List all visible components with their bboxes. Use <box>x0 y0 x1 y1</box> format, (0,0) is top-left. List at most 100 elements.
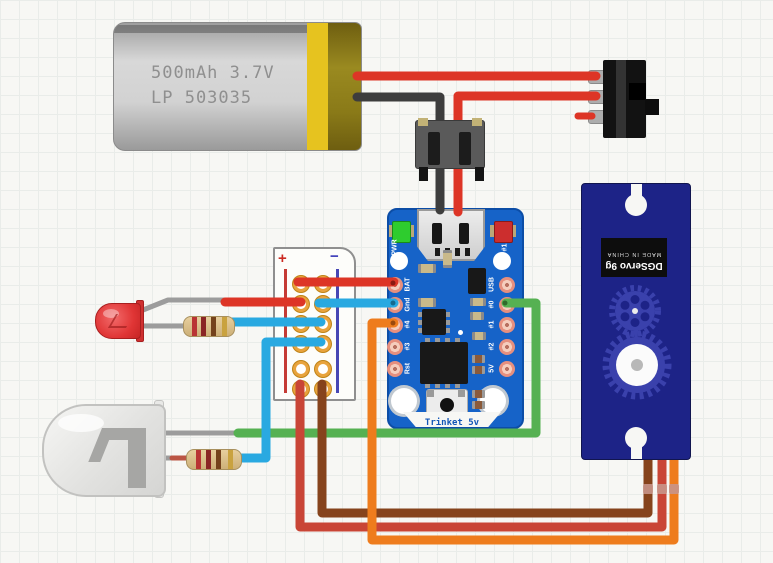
perfboard-hole[interactable] <box>293 381 309 397</box>
resistor-red-led[interactable] <box>183 316 235 337</box>
button-plunger <box>440 398 454 412</box>
pin-gnd[interactable] <box>387 297 403 313</box>
red-led-anode-leg[interactable] <box>135 297 233 315</box>
servo-gears <box>602 285 672 400</box>
resistor-band-brown <box>211 317 216 336</box>
pin-label-rst: Rst <box>404 362 412 375</box>
battery-label: 500mAh 3.7V LP 503035 <box>151 61 275 111</box>
silkscreen-dot <box>458 330 463 335</box>
jst-slot <box>459 132 471 165</box>
resistor-band-red <box>196 450 201 469</box>
pin-2[interactable] <box>499 339 515 355</box>
pin1-led-red <box>494 221 513 243</box>
trinket-board[interactable]: PWR #1 BAT Gnd #4 #3 Rst USB #0 #1 #2 5V <box>387 208 524 429</box>
resistor-band-gold <box>228 450 233 469</box>
pin-bat[interactable] <box>387 277 403 293</box>
perfboard-hole[interactable] <box>293 296 309 312</box>
resistor-band-brown <box>216 450 221 469</box>
smd-component <box>418 264 436 273</box>
smd-component <box>472 332 486 340</box>
smd-component <box>472 355 485 363</box>
jst-connector[interactable] <box>415 118 485 181</box>
servo-mount-slot <box>631 184 642 197</box>
button-pad <box>458 390 465 397</box>
perfboard-hole[interactable] <box>293 316 309 332</box>
lipo-battery[interactable]: 500mAh 3.7V LP 503035 <box>113 22 362 151</box>
large-gear <box>602 330 672 400</box>
perfboard-hole[interactable] <box>315 336 331 352</box>
board-name-text: Trinket 5v <box>424 418 480 428</box>
small-ic <box>422 309 446 335</box>
perfboard-hole[interactable] <box>293 336 309 352</box>
servo-mount-hole <box>625 194 647 216</box>
ic-leg <box>446 328 450 333</box>
jst-leg <box>475 167 484 181</box>
red-led[interactable] <box>95 303 141 339</box>
jst-tab <box>472 118 482 126</box>
resistor-band-red <box>206 450 211 469</box>
smd-component <box>443 250 452 268</box>
pin-4[interactable] <box>387 317 403 333</box>
small-gear <box>609 285 661 337</box>
smd-component <box>470 312 484 320</box>
smd-pad <box>490 225 494 237</box>
white-led[interactable] <box>42 404 166 497</box>
perfboard-hole[interactable] <box>315 296 331 312</box>
perfboard-hole[interactable] <box>315 276 331 292</box>
servo-cable-band <box>657 484 667 494</box>
battery-model-text: LP 503035 <box>151 88 253 108</box>
usb-slot <box>432 223 442 244</box>
ic-leg <box>455 384 460 388</box>
power-led-green <box>392 221 411 243</box>
perfboard-minus-label: − <box>330 248 339 265</box>
pin-1[interactable] <box>499 317 515 333</box>
battery-capacity-text: 500mAh 3.7V <box>151 63 275 83</box>
pin-usb[interactable] <box>499 277 515 293</box>
servo-mount-hole <box>625 427 647 449</box>
perfboard-hole[interactable] <box>315 381 331 397</box>
servo-cable-band <box>643 484 653 494</box>
battery-top-strip <box>114 25 361 33</box>
resistor-band-red <box>192 317 197 336</box>
smd-pad <box>410 225 414 237</box>
resistor-white-led[interactable] <box>186 449 242 470</box>
perfboard-negative-rail <box>336 269 339 393</box>
ic-leg <box>445 384 450 388</box>
servo-motor[interactable]: DGServo 9g MADE IN CHINA <box>581 183 691 460</box>
jst-leg <box>419 167 428 181</box>
ic-leg <box>446 312 450 317</box>
regulator-ic <box>468 268 486 294</box>
perfboard-hole[interactable] <box>315 316 331 332</box>
switch-notch <box>629 83 646 100</box>
resistor-band-gold <box>222 317 227 336</box>
smd-pad <box>389 225 393 237</box>
perfboard-hole[interactable] <box>315 361 331 377</box>
battery-yellow-stripe <box>307 23 328 150</box>
pwr-led-label: PWR <box>391 239 399 256</box>
pin-label-5v: 5V <box>488 364 496 373</box>
ic-leg <box>418 320 422 325</box>
perfboard[interactable]: + − <box>273 247 356 401</box>
slide-switch[interactable] <box>603 60 659 138</box>
perfboard-hole[interactable] <box>293 276 309 292</box>
switch-lever[interactable] <box>645 99 659 115</box>
board-name-tab: Trinket 5v <box>403 412 501 427</box>
led-internal <box>88 428 114 462</box>
pin-5v[interactable] <box>499 361 515 377</box>
smd-component <box>472 366 485 374</box>
jst-slot <box>428 132 440 165</box>
pin-3[interactable] <box>387 339 403 355</box>
smd-component <box>472 401 485 409</box>
attiny85-chip <box>420 342 468 384</box>
perfboard-plus-label: + <box>278 250 287 267</box>
perfboard-hole[interactable] <box>293 361 309 377</box>
led-highlight <box>58 414 104 432</box>
button-pad <box>427 390 434 397</box>
battery-terminal-cap <box>328 23 361 150</box>
pin-0[interactable] <box>499 297 515 313</box>
smd-pad <box>512 225 516 237</box>
ic-leg <box>425 384 430 388</box>
pin-rst[interactable] <box>387 361 403 377</box>
servo-cable-band <box>669 484 679 494</box>
